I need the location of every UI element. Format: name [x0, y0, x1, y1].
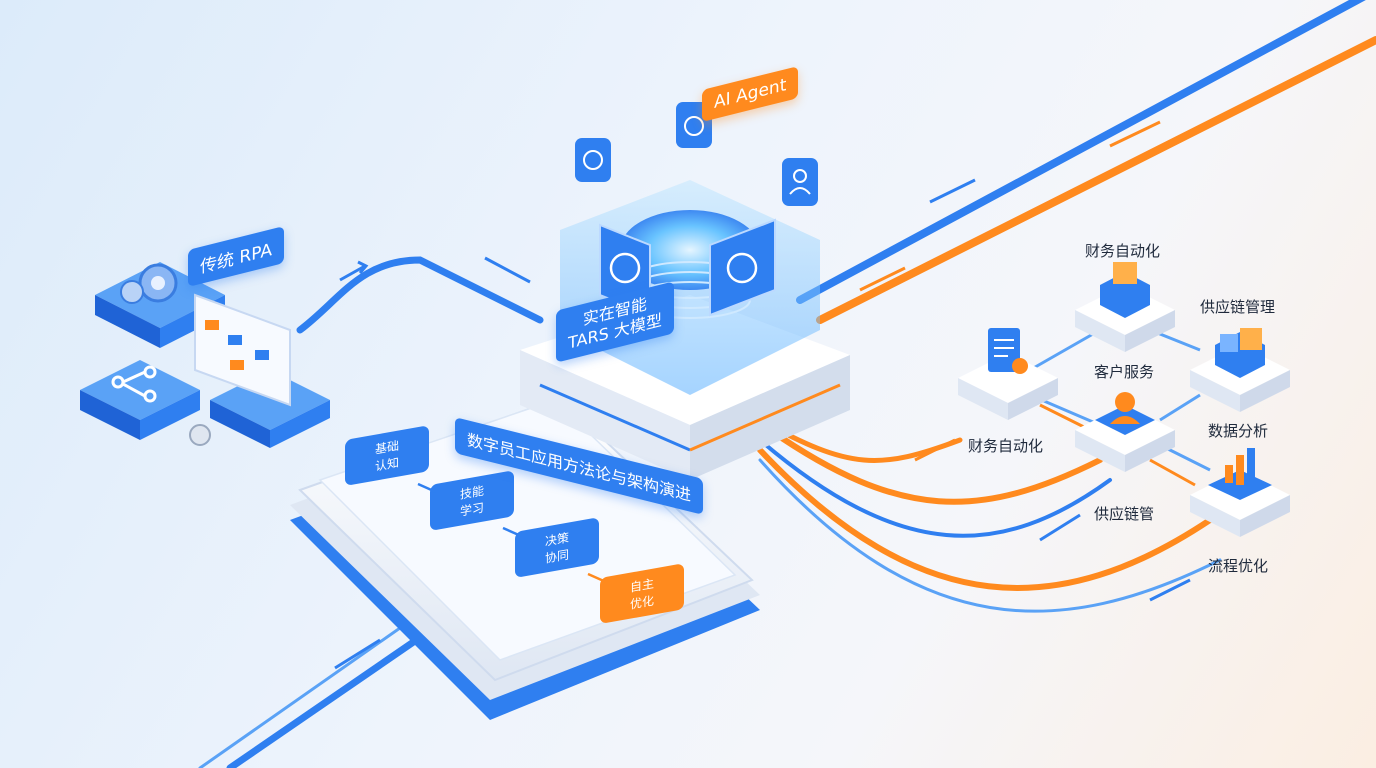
- step-tile-bg: [600, 564, 684, 623]
- document-check-icon: [988, 328, 1028, 374]
- step-tile: 自主 优化: [600, 564, 684, 623]
- module-supply: [1190, 328, 1290, 412]
- user-badge-icon: [782, 158, 818, 206]
- supply-box-icon: [1220, 328, 1262, 352]
- finance-box-icon: [1113, 262, 1137, 284]
- step-tile-bg: [515, 518, 599, 577]
- step-line2: 优化: [630, 594, 654, 612]
- module-data: [1190, 448, 1290, 537]
- gear-icon: [120, 263, 178, 304]
- step-line1: 决策: [545, 531, 569, 549]
- step-tile: 基础 认知: [345, 426, 429, 485]
- module-label-data: 数据分析: [1208, 422, 1269, 440]
- module-finance: [1075, 262, 1175, 352]
- step-tile-bg: [430, 471, 514, 530]
- customer-service-icon: [1110, 392, 1140, 424]
- rpa-module: [80, 262, 330, 448]
- step-line1: 基础: [375, 439, 399, 457]
- bar-chart-icon: [1225, 448, 1255, 485]
- methodology-steps: 基础 认知 技能 学习 决策 协同 自主 优化: [345, 426, 684, 623]
- step-line1: 自主: [630, 577, 654, 595]
- module-customer: [1075, 392, 1175, 472]
- flow-label-process: 流程优化: [1208, 557, 1269, 575]
- brain-badge-icon: [575, 138, 611, 182]
- module-document: [958, 328, 1058, 420]
- module-label-finance: 财务自动化: [1085, 242, 1161, 260]
- workflow-icon: [111, 365, 157, 403]
- step-line2: 认知: [375, 456, 399, 474]
- business-network: [958, 262, 1290, 537]
- flow-label-supply: 供应链管: [1094, 505, 1155, 523]
- module-label-customer: 客户服务: [1094, 363, 1155, 381]
- small-gear-icon: [189, 424, 211, 446]
- step-line2: 学习: [460, 500, 484, 519]
- step-arrows: [417, 482, 607, 584]
- flowchart-board: [194, 293, 291, 407]
- core-model: [520, 102, 850, 480]
- step-line1: 技能: [460, 484, 484, 502]
- flow-label-finance: 财务自动化: [968, 437, 1044, 455]
- step-tile: 决策 协同: [515, 518, 599, 577]
- step-line2: 协同: [545, 547, 569, 566]
- step-tile-bg: [345, 426, 429, 485]
- module-label-supply: 供应链管理: [1200, 298, 1276, 316]
- step-tile: 技能 学习: [430, 471, 514, 530]
- arrow-markers: [334, 120, 1191, 670]
